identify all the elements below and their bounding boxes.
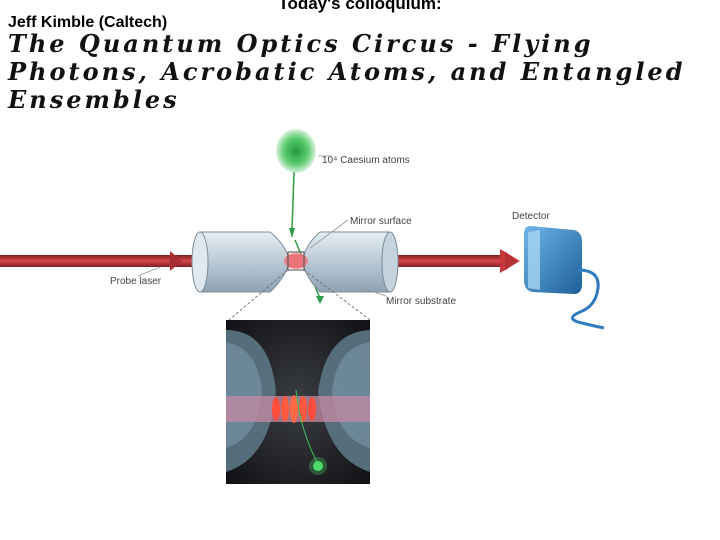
cavity-qed-diagram: 10⁴ Caesium atoms (0, 120, 720, 540)
mirror-substrate-leader (361, 287, 387, 297)
speaker-name: Jeff Kimble (Caltech) (8, 14, 168, 31)
cavity-qed-svg: 10⁴ Caesium atoms (0, 129, 605, 484)
mirror-surface-label: Mirror surface (350, 216, 412, 227)
atom-cloud (276, 129, 316, 173)
probe-laser-label: Probe laser (110, 276, 162, 287)
mirror-surface-leader (309, 219, 349, 249)
atom-in-cavity (295, 389, 327, 475)
header-title: Today's colloquium: (278, 0, 442, 13)
cavity-mode (284, 251, 308, 271)
mirror-substrate-label: Mirror substrate (386, 296, 456, 307)
talk-title: The Quantum Optics Circus - Flying Photo… (8, 29, 686, 114)
left-mirror (191, 231, 291, 293)
detector (524, 226, 605, 330)
atoms-label: 10⁴ Caesium atoms (322, 155, 410, 166)
right-mirror (301, 231, 399, 293)
zoom-inset (226, 320, 370, 484)
probe-laser-leader (137, 266, 161, 277)
standing-wave (272, 395, 316, 423)
detector-label: Detector (512, 211, 550, 222)
zoom-lines (228, 269, 371, 321)
